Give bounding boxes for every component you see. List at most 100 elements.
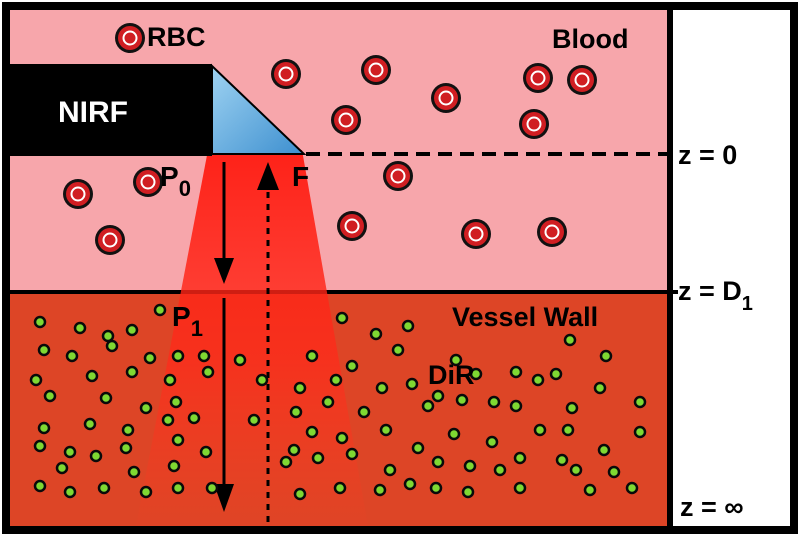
green-dye-particle-icon <box>405 377 419 391</box>
green-dye-particle-icon <box>125 365 139 379</box>
green-dye-particle-icon <box>421 399 435 413</box>
green-dye-particle-icon <box>289 405 303 419</box>
green-dye-particle-icon <box>63 445 77 459</box>
red-blood-cell-icon <box>567 65 597 95</box>
red-blood-cell-icon <box>95 225 125 255</box>
green-dye-particle-icon <box>33 479 47 493</box>
green-dye-particle-icon <box>205 481 219 495</box>
green-dye-particle-icon <box>321 395 335 409</box>
green-dye-particle-icon <box>305 425 319 439</box>
green-dye-particle-icon <box>345 447 359 461</box>
green-dye-particle-icon <box>187 411 201 425</box>
green-dye-particle-icon <box>401 319 415 333</box>
green-dye-particle-icon <box>169 395 183 409</box>
green-dye-particle-icon <box>431 455 445 469</box>
red-blood-cell-icon <box>133 167 163 197</box>
green-dye-particle-icon <box>293 381 307 395</box>
green-dye-particle-icon <box>333 481 347 495</box>
green-dye-particle-icon <box>139 401 153 415</box>
green-dye-particle-icon <box>29 373 43 387</box>
green-dye-particle-icon <box>549 367 563 381</box>
green-dye-particle-icon <box>167 459 181 473</box>
green-dye-particle-icon <box>593 381 607 395</box>
green-dye-particle-icon <box>561 423 575 437</box>
green-dye-particle-icon <box>85 369 99 383</box>
green-dye-particle-icon <box>565 401 579 415</box>
green-dye-particle-icon <box>583 483 597 497</box>
green-dye-particle-icon <box>43 389 57 403</box>
green-dye-particle-icon <box>411 441 425 455</box>
green-dye-particle-icon <box>509 365 523 379</box>
green-dye-particle-icon <box>633 425 647 439</box>
green-dye-particle-icon <box>73 321 87 335</box>
green-dye-particle-icon <box>197 349 211 363</box>
p0-label: P0 <box>160 161 191 201</box>
red-blood-cell-icon <box>271 59 301 89</box>
red-blood-cell-icon <box>331 105 361 135</box>
green-dye-particle-icon <box>233 353 247 367</box>
green-dye-particle-icon <box>105 339 119 353</box>
incident-arrowhead-p1 <box>214 484 234 512</box>
green-dye-particle-icon <box>33 439 47 453</box>
green-dye-particle-icon <box>383 463 397 477</box>
red-blood-cell-icon <box>431 83 461 113</box>
green-dye-particle-icon <box>125 323 139 337</box>
red-blood-cell-icon <box>519 109 549 139</box>
green-dye-particle-icon <box>513 481 527 495</box>
green-dye-particle-icon <box>161 413 175 427</box>
green-dye-particle-icon <box>99 391 113 405</box>
red-blood-cell-icon <box>63 179 93 209</box>
blood-label: Blood <box>552 24 628 54</box>
p1-label: P1 <box>172 301 203 341</box>
incident-arrowhead-p0 <box>214 258 234 284</box>
nirf-label: NIRF <box>58 96 128 129</box>
green-dye-particle-icon <box>513 451 527 465</box>
rbc-label: RBC <box>147 22 206 52</box>
green-dye-particle-icon <box>455 393 469 407</box>
f-label: F <box>292 161 309 192</box>
green-dye-particle-icon <box>65 349 79 363</box>
green-dye-particle-icon <box>599 349 613 363</box>
green-dye-particle-icon <box>379 423 393 437</box>
green-dye-particle-icon <box>625 481 639 495</box>
red-blood-cells <box>63 23 597 255</box>
green-dye-particle-icon <box>255 373 269 387</box>
zd1-label: z = D1 <box>678 276 753 315</box>
green-dye-particle-icon <box>163 373 177 387</box>
green-dye-particle-icon <box>391 343 405 357</box>
green-dye-particle-icon <box>247 413 261 427</box>
green-dye-particle-icon <box>329 373 343 387</box>
green-dye-particle-icon <box>37 421 51 435</box>
green-dye-particle-icon <box>171 433 185 447</box>
green-dye-particle-icon <box>487 395 501 409</box>
green-dye-particle-icon <box>569 463 583 477</box>
red-blood-cell-icon <box>115 23 145 53</box>
red-blood-cell-icon <box>337 211 367 241</box>
red-blood-cell-icon <box>361 55 391 85</box>
green-dye-particle-icon <box>461 485 475 499</box>
green-dye-particle-icon <box>101 329 115 343</box>
green-dye-particle-icon <box>305 349 319 363</box>
green-dye-particle-icon <box>429 481 443 495</box>
green-dye-particle-icon <box>37 343 51 357</box>
green-dye-particle-icon <box>357 405 371 419</box>
green-dye-particle-icon <box>33 315 47 329</box>
red-blood-cell-icon <box>461 219 491 249</box>
green-dye-particle-icon <box>335 431 349 445</box>
green-dye-particle-icon <box>171 481 185 495</box>
green-dye-particle-icon <box>485 435 499 449</box>
vessel-wall-label: Vessel Wall <box>452 302 598 332</box>
green-dye-particle-icon <box>533 423 547 437</box>
green-dye-particle-icon <box>287 443 301 457</box>
fluorescence-arrowhead <box>257 162 279 190</box>
green-dye-particle-icon <box>509 399 523 413</box>
green-dye-particle-icon <box>373 483 387 497</box>
green-dye-particle-icon <box>201 365 215 379</box>
nirf-probe <box>10 64 212 156</box>
green-dye-particle-icon <box>143 351 157 365</box>
green-dye-particle-icon <box>139 485 153 499</box>
green-dye-particle-icon <box>493 463 507 477</box>
dir-particles <box>29 303 647 501</box>
green-dye-particle-icon <box>63 485 77 499</box>
green-dye-particle-icon <box>633 395 647 409</box>
